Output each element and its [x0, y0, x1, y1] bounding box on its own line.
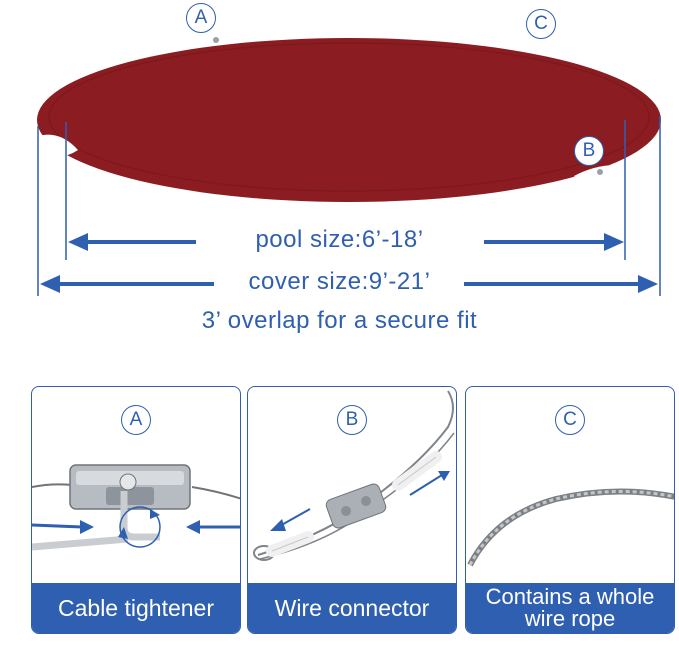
panel-a-badge: A	[121, 405, 151, 435]
cable-tightener-illustration	[32, 464, 240, 551]
pool-arrow-right-head	[604, 233, 624, 251]
panel-wire-connector: B Wire connector	[247, 386, 457, 634]
cover-size-label: cover size:9’-21’	[248, 268, 431, 295]
panel-cable-tightener: A Cable tightener	[31, 386, 241, 634]
panel-a-caption: Cable tightener	[32, 583, 240, 633]
cover-arrow-left-head	[40, 275, 60, 293]
pool-cover	[37, 38, 661, 202]
pool-size-label: pool size:6’-18’	[255, 226, 424, 253]
marker-a: A	[186, 3, 216, 33]
panel-b-badge: B	[337, 405, 367, 435]
marker-c: C	[526, 9, 556, 39]
overlap-label: 3’ overlap for a secure fit	[201, 307, 478, 334]
cover-arrow-right-head	[638, 275, 658, 293]
panel-c-caption: Contains a whole wire rope	[466, 583, 674, 633]
cable-tightener-dot	[213, 37, 219, 43]
pool-arrow-left-head	[68, 233, 88, 251]
pool-cover-inner-rim	[48, 42, 650, 192]
panel-b-caption: Wire connector	[248, 583, 456, 633]
notch-left	[38, 134, 78, 157]
panel-wire-rope: C Contains a whole wire rope	[465, 386, 675, 634]
pool-cover-diagram	[37, 35, 661, 296]
panel-c-badge: C	[555, 405, 585, 435]
wire-rope-illustration	[467, 488, 674, 567]
marker-b: B	[574, 136, 604, 166]
wire-connector-illustration	[253, 390, 455, 561]
connector-dot	[597, 169, 603, 175]
notch-top-c	[514, 42, 552, 50]
